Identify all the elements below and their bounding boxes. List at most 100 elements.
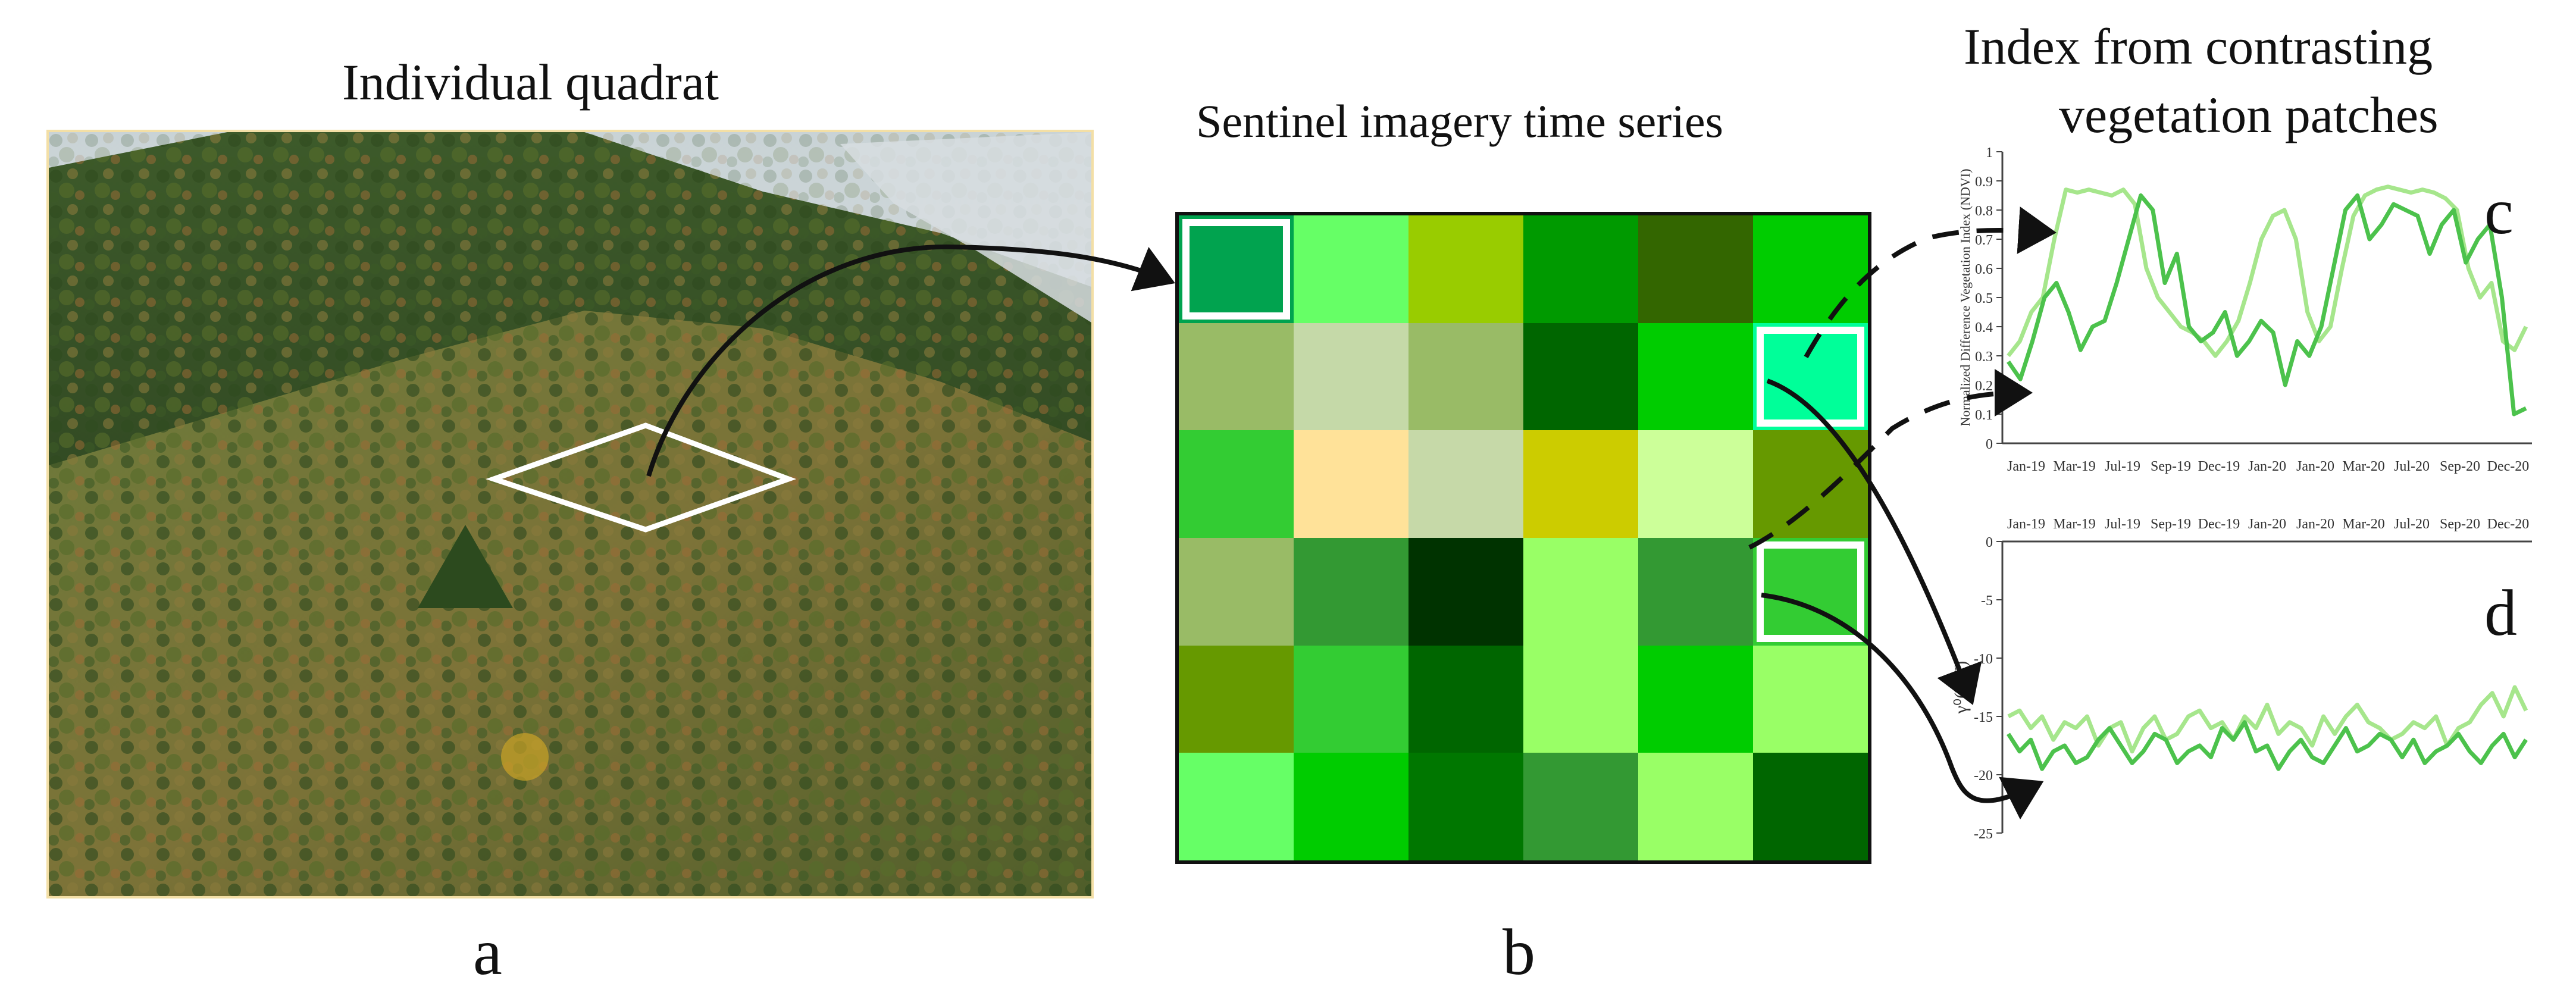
y-tick-label: -25 [1974, 826, 1993, 842]
y-tick-label: 0.6 [1975, 262, 1993, 277]
pixel-cell [1294, 645, 1408, 753]
pixel-cell [1638, 430, 1753, 538]
pixel-cell [1638, 645, 1753, 753]
panel-c-label: c [2484, 175, 2514, 248]
pixel-cell [1179, 430, 1294, 538]
panel-b-label: b [1503, 916, 1535, 988]
pixel-cell [1294, 430, 1408, 538]
x-tick-label: Jan-20 [2248, 516, 2286, 532]
sentinel-pixel-grid [1175, 212, 1871, 864]
quadrat-photo [46, 130, 1094, 898]
panel-b-title: Sentinel imagery time series [1196, 95, 1723, 147]
pixel-cell [1638, 323, 1753, 431]
arrow-pixel-to-ndvi-lower [1748, 369, 2033, 550]
panel-a-title: Individual quadrat [342, 54, 719, 111]
x-tick-label: Jan-20 [2248, 459, 2286, 474]
x-tick-label: Mar-20 [2342, 516, 2385, 532]
x-tick-label: Sep-19 [2151, 459, 2191, 474]
x-tick-label: Jan-19 [2007, 516, 2045, 532]
x-tick-label: Sep-19 [2151, 516, 2191, 532]
x-tick-label: Jan-19 [2007, 459, 2045, 474]
pixel-cell [1523, 645, 1638, 753]
panel-cd-title-line1: Index from contrasting [1964, 18, 2433, 75]
quadrat-outline [486, 422, 797, 533]
arrow-pixel-to-vv-upper [1766, 378, 1982, 705]
forest-hillside-image [49, 132, 1091, 896]
pixel-cell [1753, 645, 1868, 753]
arrow-quadrat-to-pixel [646, 244, 1175, 477]
pixel-cell [1179, 538, 1294, 646]
x-tick-label: Dec-19 [2198, 516, 2240, 532]
pixel-cell [1294, 753, 1408, 860]
y-tick-label: 0.3 [1975, 349, 1993, 365]
y-tick-label: 0.1 [1975, 408, 1993, 423]
pixel-cell [1408, 753, 1523, 860]
x-tick-label: Jan-20 [2296, 516, 2334, 532]
pixel-cell [1523, 430, 1638, 538]
y-tick-label: 0 [1986, 535, 1993, 550]
y-tick-label: 0.9 [1975, 174, 1993, 190]
pixel-cell [1408, 323, 1523, 431]
y-tick-label: -20 [1974, 768, 1993, 784]
arrow-pixel-to-vv-lower [1761, 593, 2044, 820]
y-tick-label: 0.4 [1975, 320, 1993, 336]
pixel-cell [1523, 753, 1638, 860]
x-tick-label: Jul-19 [2105, 516, 2140, 532]
x-tick-label: Mar-20 [2342, 459, 2385, 474]
arrow-pixel-to-ndvi-upper [1804, 206, 2057, 358]
panel-d-label: d [2484, 577, 2517, 649]
panel-a-label: a [473, 916, 502, 988]
highlighted-pixel-outline [1757, 541, 1864, 642]
x-tick-label: Dec-20 [2487, 516, 2530, 532]
y-tick-label: 0.7 [1975, 233, 1993, 248]
series-line [2007, 685, 2528, 754]
series-line [2007, 193, 2527, 417]
pixel-cell [1523, 538, 1638, 646]
x-tick-label: Sep-20 [2440, 516, 2480, 532]
pixel-cell [1294, 538, 1408, 646]
pixel-cell [1179, 753, 1294, 860]
pixel-cell [1179, 645, 1294, 753]
highlighted-pixel-outline [1757, 326, 1864, 427]
pixel-cell [1408, 215, 1523, 323]
pixel-cell [1638, 753, 1753, 860]
x-tick-label: Mar-19 [2053, 459, 2096, 474]
y-tick-label: -5 [1981, 593, 1993, 609]
pixel-cell [1179, 323, 1294, 431]
series-line [2007, 720, 2528, 771]
pixel-cell [1294, 323, 1408, 431]
pixel-cell [1523, 323, 1638, 431]
pixel-cell [1408, 538, 1523, 646]
pixel-cell [1179, 215, 1294, 323]
pixel-cell [1523, 215, 1638, 323]
pixel-cell [1408, 430, 1523, 538]
pixel-cell [1753, 323, 1868, 431]
x-tick-label: Dec-20 [2487, 459, 2530, 474]
highlighted-pixel-outline [1182, 219, 1290, 320]
x-tick-label: Jul-20 [2394, 516, 2430, 532]
x-tick-label: Dec-19 [2198, 459, 2240, 474]
x-tick-label: Jul-19 [2105, 459, 2140, 474]
pixel-cell [1753, 215, 1868, 323]
y-axis-label: Normalized Difference Vegetation Index (… [1958, 169, 1973, 427]
x-tick-label: Jan-20 [2296, 459, 2334, 474]
pixel-cell [1408, 645, 1523, 753]
y-tick-label: 0.5 [1975, 291, 1993, 306]
y-tick-label: 1 [1986, 145, 1993, 161]
panel-cd-title-line2: vegetation patches [2059, 86, 2439, 143]
x-tick-label: Sep-20 [2440, 459, 2480, 474]
y-tick-label: -15 [1974, 710, 1993, 725]
pixel-cell [1638, 215, 1753, 323]
pixel-cell [1753, 753, 1868, 860]
y-tick-label: 0.2 [1975, 378, 1993, 394]
x-tick-label: Jul-20 [2394, 459, 2430, 474]
y-tick-label: 0 [1986, 437, 1993, 452]
pixel-cell [1294, 215, 1408, 323]
y-tick-label: 0.8 [1975, 203, 1993, 219]
pixel-cell [1638, 538, 1753, 646]
series-line [2007, 184, 2528, 358]
x-tick-label: Mar-19 [2053, 516, 2096, 532]
